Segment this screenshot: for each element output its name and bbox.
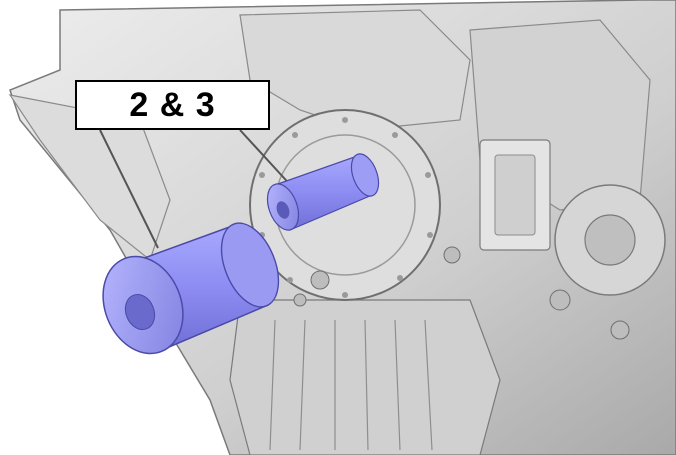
- callout-label-box: 2 & 3: [75, 80, 270, 130]
- bracket-inner: [494, 154, 536, 236]
- pulley-teeth: [259, 117, 433, 298]
- fasteners: [293, 246, 630, 340]
- lower-sump: [229, 299, 501, 455]
- callout-pointer-lines: [99, 129, 296, 249]
- right-pulley-hub: [584, 214, 636, 266]
- callout-label: 2 & 3: [129, 85, 216, 124]
- small-cylinder-tool-icon: [266, 153, 380, 231]
- large-cylinder-tool-icon: [102, 222, 280, 355]
- sump-ribs: [269, 319, 433, 451]
